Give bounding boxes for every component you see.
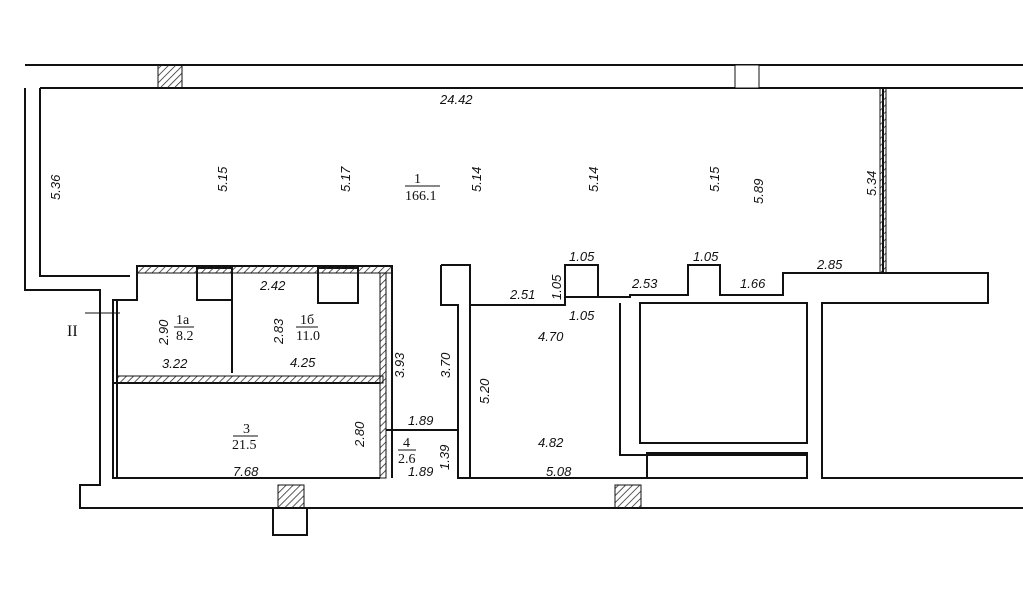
dim-r1b-width: 4.25	[290, 355, 316, 370]
hatched-walls	[116, 64, 887, 509]
dim-r4-top: 1.89	[408, 413, 433, 428]
dim-step-3: 2.85	[816, 257, 843, 272]
left-exterior-wall	[24, 88, 1023, 509]
dim-right-height: 5.34	[864, 171, 879, 196]
room-1b-area: 11.0	[296, 329, 320, 344]
hatch-door-bottom-1	[277, 484, 305, 509]
dim-hall-depth: 4.70	[538, 329, 564, 344]
dim-column-top: 1.05	[569, 249, 595, 264]
dim-gridline-1: 5.15	[215, 166, 230, 192]
room-1a-area: 8.2	[176, 329, 194, 344]
dim-top-length: 24.42	[439, 92, 473, 107]
dim-r3-height: 2.80	[352, 421, 367, 448]
dim-gridline-4: 5.14	[586, 167, 601, 192]
window-stub	[272, 508, 308, 536]
room-1a-number: 1a	[176, 313, 190, 328]
room-1-area: 166.1	[405, 189, 437, 204]
dim-left-height: 5.36	[48, 174, 63, 200]
hatch-window-top-1	[157, 64, 183, 89]
dim-hall-height: 5.20	[477, 378, 492, 404]
dim-gridline-6: 5.89	[751, 179, 766, 204]
dim-partition: 3.93	[392, 352, 407, 378]
left-interior-wall	[39, 88, 130, 277]
dim-corridor: 3.70	[438, 352, 453, 378]
room-3-number: 3	[243, 422, 250, 437]
hatch-door-bottom-2	[614, 484, 642, 509]
room-4-area: 2.6	[398, 452, 416, 467]
dim-hall-inner: 2.51	[509, 287, 535, 302]
hatch-partition	[379, 272, 387, 479]
dim-r1a-width: 3.22	[162, 356, 188, 371]
dim-step-2: 1.66	[740, 276, 766, 291]
dim-hall-width: 4.82	[538, 435, 564, 450]
dim-r4-height: 1.39	[437, 445, 452, 470]
left-lower-wall	[112, 276, 138, 479]
room-1b-number: 1б	[300, 313, 314, 328]
room-3-area: 21.5	[232, 438, 257, 453]
dim-notch: 1.05	[693, 249, 719, 264]
dim-r1b-height: 2.83	[271, 318, 286, 345]
dim-gridline-5: 5.15	[707, 166, 722, 192]
dimension-labels: 24.42 5.36 5.15 5.17 5.14 5.14 5.15 5.89…	[48, 92, 879, 479]
dim-column-bottom: 1.05	[569, 308, 595, 323]
dim-hall-bottom: 5.08	[546, 464, 572, 479]
dim-gridline-3: 5.14	[469, 167, 484, 192]
hatch-window-top-2	[734, 64, 760, 89]
room-labels: 1 166.1 1a 8.2 1б 11.0 3 21.5 4 2.6 II	[67, 172, 440, 467]
room-1-number: 1	[414, 172, 421, 187]
hall-inner-wall	[619, 303, 808, 478]
dim-r4-bottom: 1.89	[408, 464, 433, 479]
column	[564, 264, 599, 298]
hatch-right-wall	[879, 87, 887, 274]
dim-gridline-2: 5.17	[338, 166, 353, 192]
dim-r1b-top: 2.42	[259, 278, 286, 293]
corridor-walls	[440, 264, 471, 479]
room-4-number: 4	[403, 436, 410, 451]
room-block-b	[646, 452, 808, 479]
hatch-room-3-top	[116, 375, 384, 384]
axis-label: II	[67, 323, 78, 340]
room-block-a	[639, 302, 808, 444]
hatch-room-1-bottom	[136, 265, 393, 274]
dim-r3-width: 7.68	[233, 464, 259, 479]
dim-column-side: 1.05	[549, 274, 564, 300]
dim-step-1: 2.53	[631, 276, 658, 291]
dim-r1a-height: 2.90	[156, 319, 171, 346]
